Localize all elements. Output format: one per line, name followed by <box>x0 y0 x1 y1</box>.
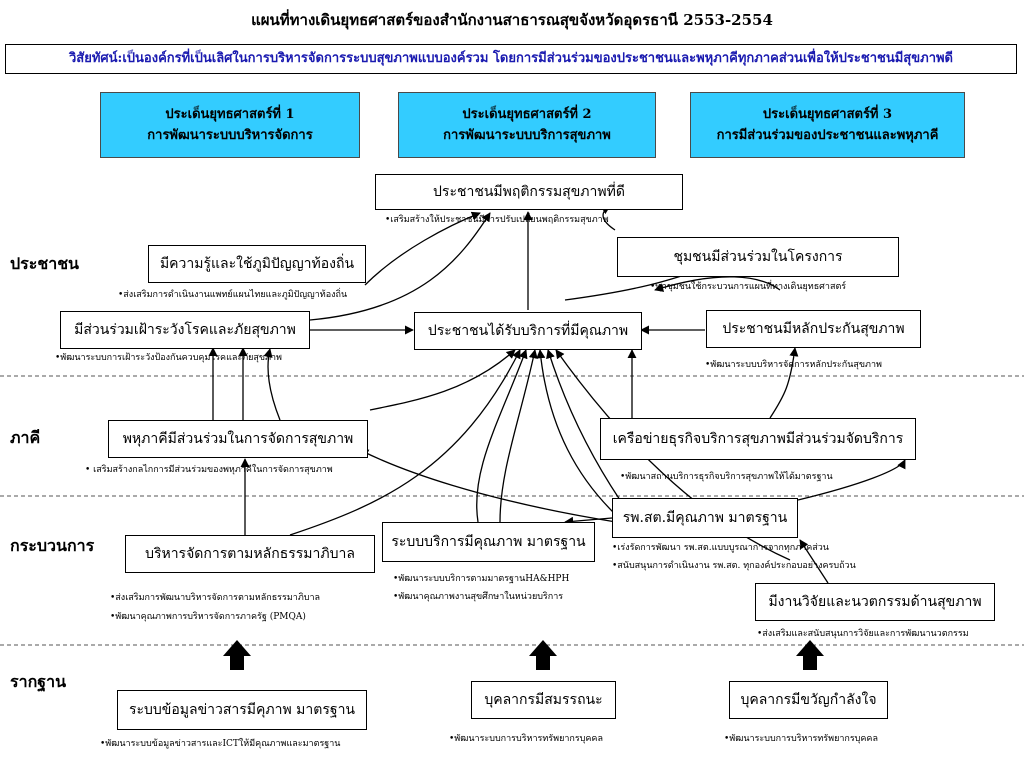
note-pcu-integration: •เร่งรัดการพัฒนา รพ.สต.แบบบูรณาการจากทุก… <box>612 543 829 553</box>
layer-label-partners: ภาคี <box>10 428 41 447</box>
note-thai-traditional-medicine: •ส่งเสริมการดำเนินงานแพทย์แผนไทยและภูมิป… <box>118 290 348 300</box>
note-research-support: •ส่งเสริมและสนับสนุนการวิจัยและการพัฒนาน… <box>757 629 969 639</box>
note-business-standards: •พัฒนาสถานบริการธุรกิจบริการสุขภาพให้ได้… <box>620 472 833 482</box>
issue-3-name: การมีส่วนร่วมของประชาชนและพหุภาคี <box>716 128 939 143</box>
issue-3-number: ประเด็นยุทธศาสตร์ที่ 3 <box>762 107 893 122</box>
cause-effect-arrows <box>208 205 906 584</box>
note-ict-development: •พัฒนาระบบข้อมูลข่าวสารและICTให้มีคุณภาพ… <box>100 739 341 749</box>
objective-research-innovation: มีงานวิจัยและนวตกรรมด้านสุขภาพ <box>755 583 995 621</box>
note-ha-hph: •พัฒนาระบบบริการตามมาตรฐานHA&HPH <box>393 574 570 584</box>
objective-good-health-behavior: ประชาชนมีพฤติกรรมสุขภาพที่ดี <box>375 174 683 210</box>
objective-quality-service-system: ระบบบริการมีคุณภาพ มาตรฐาน <box>382 522 595 562</box>
page-title: แผนที่ทางเดินยุทธศาสตร์ของสำนักงานสาธารณ… <box>251 11 773 29</box>
issue-1-number: ประเด็นยุทธศาสตร์ที่ 1 <box>165 107 295 122</box>
note-health-education: •พัฒนาคุณภาพงานสุขศึกษาในหน่วยบริการ <box>393 592 564 602</box>
note-hr-competency: •พัฒนาระบบการบริหารทรัพยากรบุคคล <box>449 734 603 744</box>
objective-community-participation: ชุมชนมีส่วนร่วมในโครงการ <box>617 237 899 277</box>
foundation-support-arrows <box>223 640 824 670</box>
vision-statement: วิสัยทัศน์:เป็นองค์กรที่เป็นเลิศในการบริ… <box>5 44 1017 74</box>
issue-2-number: ประเด็นยุทธศาสตร์ที่ 2 <box>462 107 592 122</box>
note-hr-morale: •พัฒนาระบบการบริหารทรัพยากรบุคคล <box>724 734 878 744</box>
note-governance-development: •ส่งเสริมการพัฒนาบริหารจัดการตามหลักธรรม… <box>110 593 321 603</box>
note-partner-mechanism: • เสริมสร้างกลไกการมีส่วนร่วมของพหุภาคีใ… <box>85 465 333 475</box>
note-community-strategy-map: •ทุกชุมชนใช้กระบวนการแผนที่ทางเดินยุทธศา… <box>650 282 847 292</box>
objective-staff-morale: บุคลากรมีขวัญกำลังใจ <box>729 681 888 719</box>
note-insurance-management: •พัฒนาระบบบริหารจัดการหลักประกันสุขภาพ <box>705 360 882 370</box>
objective-pcu-quality: รพ.สต.มีคุณภาพ มาตรฐาน <box>612 498 798 538</box>
objective-partner-participation: พหุภาคีมีส่วนร่วมในการจัดการสุขภาพ <box>108 420 368 458</box>
layer-dividers <box>0 375 1024 646</box>
strategic-issue-3: ประเด็นยุทธศาสตร์ที่ 3 การมีส่วนร่วมของป… <box>690 92 965 158</box>
objective-local-wisdom: มีความรู้และใช้ภูมิปัญญาท้องถิ่น <box>148 245 366 283</box>
objective-quality-service: ประชาชนได้รับบริการที่มีคุณภาพ <box>414 312 642 350</box>
layer-label-people: ประชาชน <box>10 254 79 273</box>
layer-label-foundation: รากฐาน <box>10 672 67 691</box>
issue-1-name: การพัฒนาระบบบริหารจัดการ <box>147 128 313 143</box>
objective-good-governance: บริหารจัดการตามหลักธรรมาภิบาล <box>125 535 375 573</box>
issue-2-name: การพัฒนาระบบบริการสุขภาพ <box>443 128 611 143</box>
objective-health-insurance: ประชาชนมีหลักประกันสุขภาพ <box>706 310 921 348</box>
note-surveillance-system: •พัฒนาระบบการเฝ้าระวังป้องกันควบคุมโรคแล… <box>55 353 282 363</box>
strategic-issue-2: ประเด็นยุทธศาสตร์ที่ 2 การพัฒนาระบบบริกา… <box>398 92 656 158</box>
strategic-issue-1: ประเด็นยุทธศาสตร์ที่ 1 การพัฒนาระบบบริหา… <box>100 92 360 158</box>
note-pcu-support: •สนับสนุนการดำเนินงาน รพ.สต. ทุกองค์ประก… <box>612 561 856 571</box>
objective-health-business-network: เครือข่ายธุรกิจบริการสุขภาพมีส่วนร่วมจัด… <box>600 418 916 460</box>
objective-competent-staff: บุคลากรมีสมรรถนะ <box>471 681 616 719</box>
layer-label-process: กระบวนการ <box>10 536 95 555</box>
note-pmqa: •พัฒนาคุณภาพการบริหารจัดการภาครัฐ (PMQA) <box>110 612 306 622</box>
objective-quality-information: ระบบข้อมูลข่าวสารมีคุภาพ มาตรฐาน <box>117 690 367 730</box>
objective-disease-surveillance: มีส่วนร่วมเฝ้าระวังโรคและภัยสุขภาพ <box>60 311 310 349</box>
note-behavior-change: •เสริมสร้างให้ประชาชนมีการปรับเปลี่ยนพฤต… <box>385 215 609 225</box>
